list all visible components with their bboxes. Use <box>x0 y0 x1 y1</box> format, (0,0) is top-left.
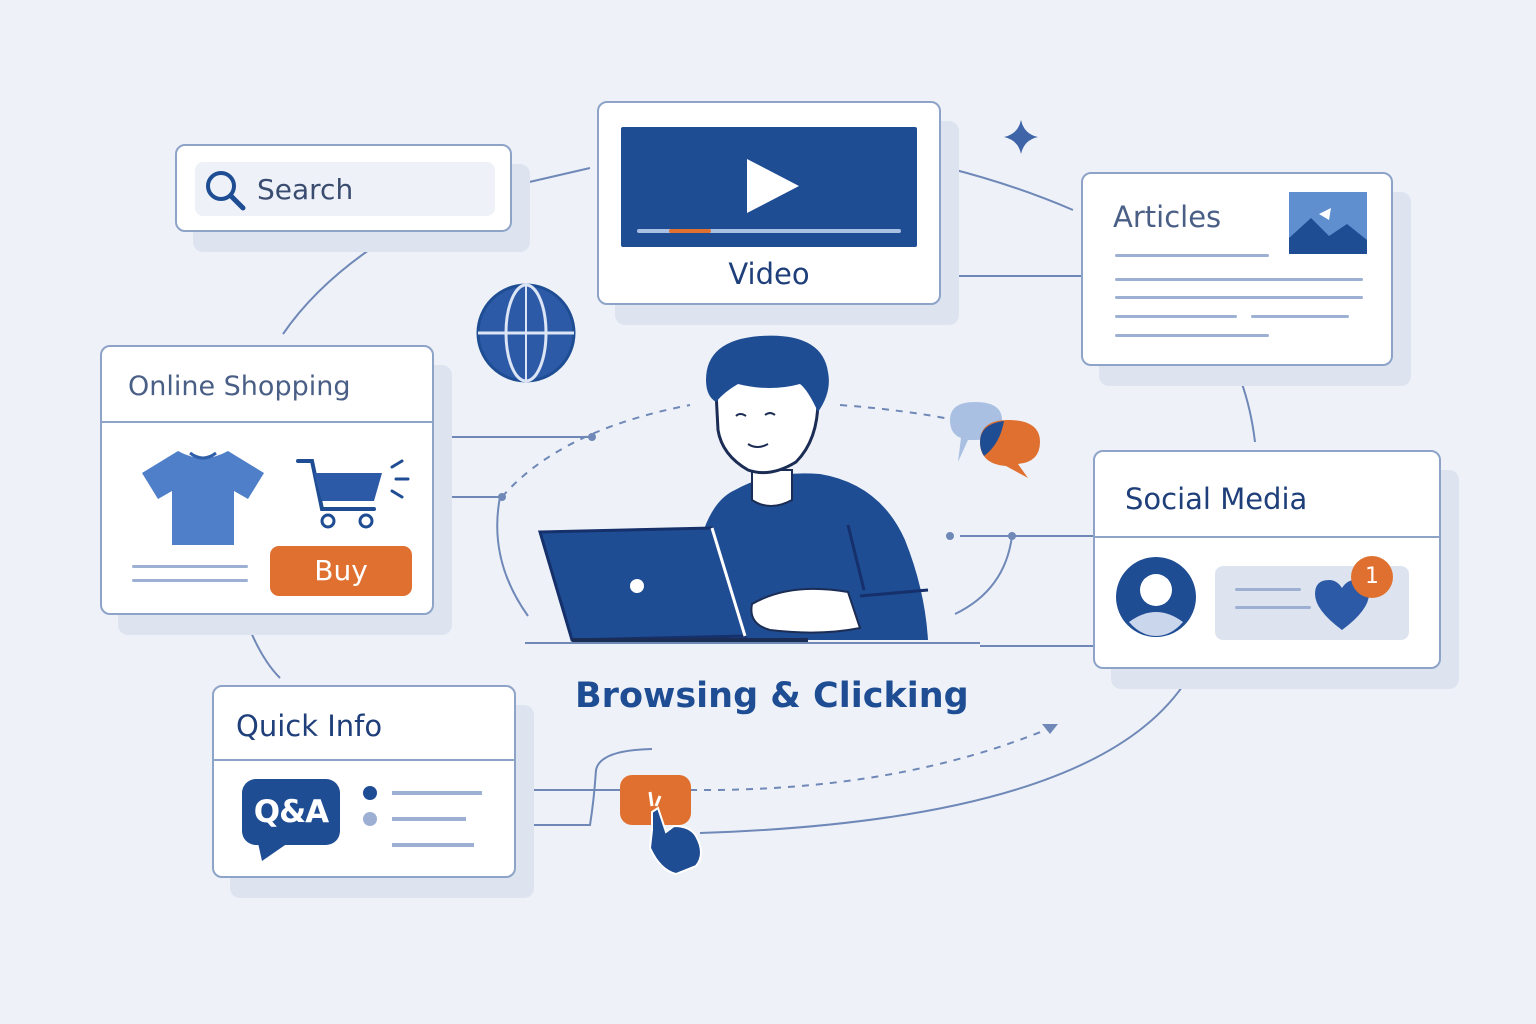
shopping-title: Online Shopping <box>128 371 351 402</box>
tshirt-icon <box>142 451 264 545</box>
product-line <box>132 565 248 568</box>
qa-chat-icon[interactable]: Q&A <box>242 779 340 845</box>
avatar-icon[interactable] <box>1115 556 1197 638</box>
cart-icon[interactable] <box>296 457 416 535</box>
shopping-card[interactable]: Online Shopping Buy <box>100 345 434 615</box>
post-line <box>1235 588 1301 591</box>
articles-title: Articles <box>1113 200 1222 234</box>
notification-badge: 1 <box>1351 556 1393 598</box>
chat-bubbles-icon <box>950 402 1040 478</box>
image-icon <box>1289 192 1367 254</box>
post-line <box>1235 606 1311 609</box>
play-icon <box>747 159 799 213</box>
pointer-hand-icon <box>620 775 702 876</box>
qa-bubble-tail <box>258 843 288 861</box>
person-illustration <box>690 335 929 640</box>
search-placeholder: Search <box>257 173 354 206</box>
globe-icon <box>476 283 576 383</box>
quick-info-divider <box>214 759 514 761</box>
product-line <box>132 579 248 582</box>
video-card[interactable]: Video <box>597 101 941 305</box>
articles-card[interactable]: Articles <box>1081 172 1393 366</box>
main-caption: Browsing & Clicking <box>575 676 969 716</box>
sparkle-icon <box>1004 120 1038 154</box>
list-icon <box>363 786 482 847</box>
quick-info-card[interactable]: Quick Info Q&A <box>212 685 516 878</box>
social-divider <box>1095 536 1439 538</box>
article-line <box>1115 296 1363 299</box>
video-progress-fill <box>669 229 711 233</box>
article-line <box>1115 278 1363 281</box>
quick-info-title: Quick Info <box>236 709 383 743</box>
search-icon <box>206 171 246 211</box>
shopping-divider <box>102 421 432 423</box>
search-card[interactable]: Search <box>175 144 512 232</box>
heart-icon[interactable] <box>1311 576 1373 632</box>
laptop-icon <box>538 526 808 642</box>
social-card[interactable]: Social Media 1 <box>1093 450 1441 669</box>
video-player[interactable] <box>621 127 917 247</box>
article-line <box>1251 315 1349 318</box>
buy-button[interactable]: Buy <box>270 546 412 596</box>
social-title: Social Media <box>1125 482 1308 516</box>
article-line <box>1115 334 1269 337</box>
video-title: Video <box>728 257 810 291</box>
article-line <box>1115 254 1269 257</box>
video-progress-track[interactable] <box>637 229 901 233</box>
search-input[interactable]: Search <box>195 162 495 216</box>
article-line <box>1115 315 1237 318</box>
